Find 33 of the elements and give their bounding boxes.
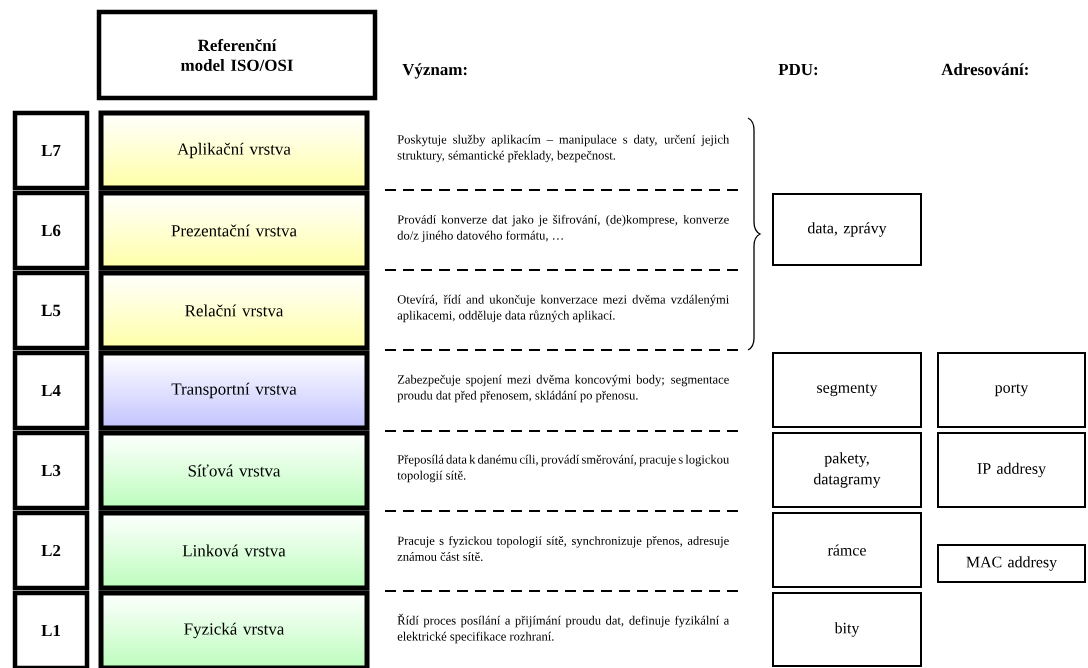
- layer-number-box: L5: [12, 270, 90, 351]
- column-heading: Význam:: [402, 63, 467, 79]
- column-heading: PDU:: [778, 63, 818, 76]
- layer-box: Relační vrstva: [98, 270, 370, 351]
- pdu-box: rámce: [772, 512, 922, 588]
- layer-description: Provádí konverze dat jako je šifrování, (de)komprese, konverze do/z jiného datového formátu, …: [397, 214, 729, 243]
- layer-description: Pracuje s fyzickou topologií sítě, synchronizuje přenos, adresuje známou část sítě.: [397, 536, 729, 561]
- layer-number-box: L1: [12, 590, 90, 668]
- pdu-box: bity: [772, 592, 922, 667]
- layer-number-box: L4: [12, 350, 90, 431]
- layer-box: Prezentační vrstva: [98, 190, 370, 271]
- layer-description: Řídí proces posílání a přijímání proudu dat, definuje fyzikální a elektrické specifikace rozhraní.: [397, 613, 730, 644]
- pdu-box: segmenty: [772, 352, 922, 428]
- layer-number-box: L6: [12, 190, 90, 271]
- layer-description: Otevírá, řídí and ukončuje konverzace mezi dvěma vzdálenými aplikacemi, odděluje data různých aplikací.: [397, 294, 729, 323]
- layer-description: Zabezpečuje spojení mezi dvěma koncovými body; segmentace proudu dat před přenosem, skládání po přenosu.: [397, 374, 729, 403]
- title-box: Referenční model ISO/OSI: [96, 9, 378, 101]
- layer-number-box: L2: [12, 510, 90, 591]
- layer-number-box: L7: [12, 110, 90, 191]
- layer-description: Poskytuje služby aplikacím – manipulace s daty, určení jejich struktury, sémantické překlady, bezpečnost.: [397, 134, 730, 163]
- address-box: MAC addresy: [937, 544, 1086, 583]
- layer-box: Linková vrstva: [98, 510, 370, 591]
- pdu-box: data, zprávy: [772, 193, 922, 266]
- layer-description: Přeposílá data k danému cíli, provádí směrování, pracuje s logickou topologií sítě.: [397, 454, 730, 483]
- layer-box: Síťová vrstva: [98, 430, 370, 511]
- pdu-box: pakety, datagramy: [772, 432, 922, 508]
- layer-box: Transportní vrstva: [98, 350, 370, 431]
- layer-number-box: L3: [12, 430, 90, 511]
- layer-box: Aplikační vrstva: [98, 110, 370, 191]
- layer-box: Fyzická vrstva: [98, 590, 370, 668]
- address-box: IP addresy: [937, 432, 1086, 508]
- address-box: porty: [937, 352, 1086, 428]
- column-heading: Adresování:: [941, 63, 1028, 76]
